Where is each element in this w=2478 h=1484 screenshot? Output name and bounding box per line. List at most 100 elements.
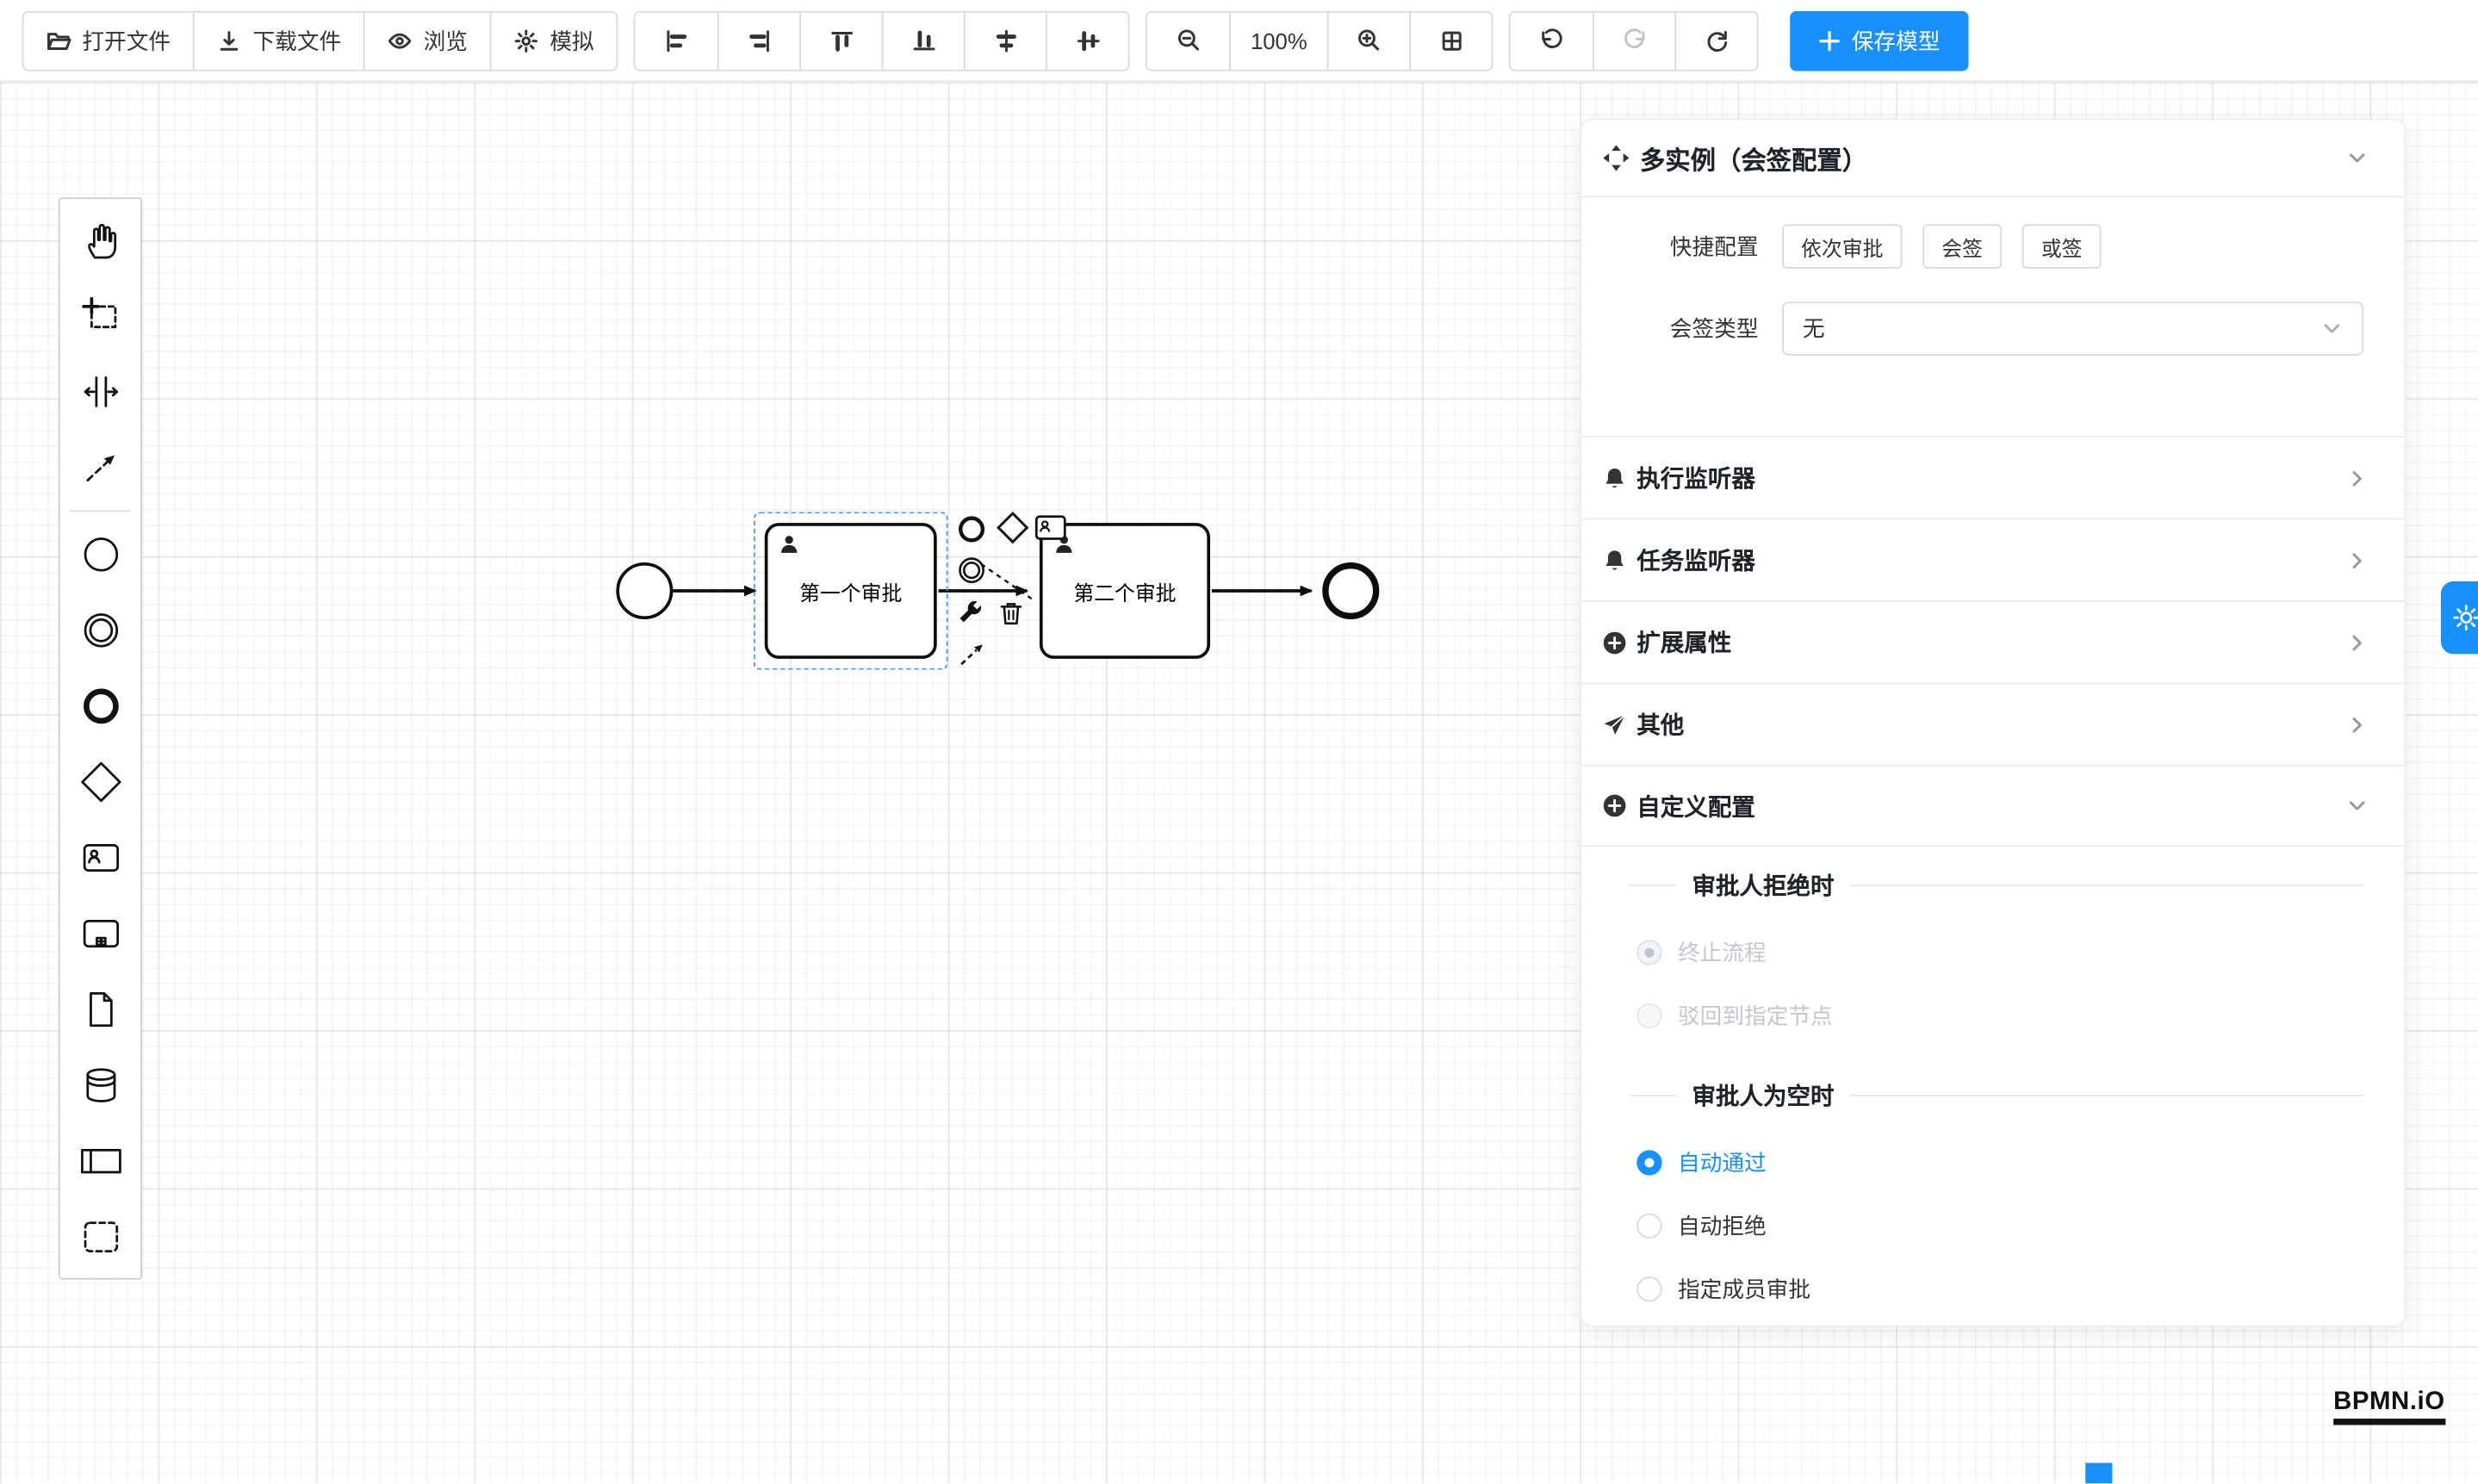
data-object-icon bbox=[89, 991, 112, 1028]
section-label: 自定义配置 bbox=[1636, 793, 1755, 821]
task-label: 第一个审批 bbox=[799, 581, 903, 605]
center-horizontal-button[interactable] bbox=[963, 11, 1046, 69]
connect-icon bbox=[960, 644, 983, 666]
center-horizontal-icon bbox=[995, 28, 1016, 52]
end-event[interactable] bbox=[1322, 562, 1380, 620]
start-event[interactable] bbox=[616, 562, 674, 620]
create-data-store[interactable] bbox=[60, 1047, 141, 1123]
create-user-task[interactable] bbox=[60, 820, 141, 896]
section-label: 执行监听器 bbox=[1636, 466, 1755, 494]
trash-button[interactable] bbox=[994, 596, 1028, 630]
sign-type-select[interactable]: 无 bbox=[1782, 301, 2364, 356]
align-right-icon bbox=[748, 29, 768, 52]
settings-toggle-tab[interactable] bbox=[2439, 581, 2478, 655]
radio-assign-member[interactable]: 指定成员审批 bbox=[1636, 1273, 2404, 1305]
save-model-button[interactable]: 保存模型 bbox=[1790, 9, 1969, 71]
section-extended-properties[interactable]: 扩展属性 bbox=[1581, 600, 2405, 682]
append-gateway-button[interactable] bbox=[996, 510, 1030, 544]
fit-viewport-button[interactable] bbox=[1409, 11, 1492, 69]
wrench-icon bbox=[960, 600, 982, 623]
radio-auto-reject[interactable]: 自动拒绝 bbox=[1636, 1210, 2404, 1242]
create-data-object[interactable] bbox=[60, 972, 141, 1047]
folder-open-icon bbox=[47, 32, 71, 50]
quick-option-orsign[interactable]: 或签 bbox=[2022, 224, 2102, 269]
align-tools-group bbox=[633, 9, 1130, 71]
zoom-in-button[interactable] bbox=[1326, 11, 1410, 69]
chevron-right-icon bbox=[2352, 470, 2362, 486]
simulate-label: 模拟 bbox=[550, 28, 594, 53]
sign-type-row: 会签类型 无 bbox=[1661, 301, 2405, 356]
quick-config-label: 快捷配置 bbox=[1669, 233, 1759, 259]
lasso-tool[interactable] bbox=[60, 278, 141, 354]
create-participant[interactable] bbox=[60, 1123, 141, 1199]
participant-icon bbox=[80, 1148, 121, 1174]
preview-button[interactable]: 浏览 bbox=[363, 11, 490, 69]
undo-button[interactable] bbox=[1510, 11, 1593, 69]
append-user-task-button[interactable] bbox=[1034, 510, 1068, 544]
radio-auto-pass[interactable]: 自动通过 bbox=[1636, 1147, 2404, 1179]
section-label: 任务监听器 bbox=[1636, 548, 1755, 575]
create-group[interactable] bbox=[60, 1199, 141, 1275]
start-event-icon bbox=[83, 537, 118, 572]
align-right-button[interactable] bbox=[717, 11, 800, 69]
fit-viewport-icon bbox=[1441, 30, 1461, 50]
chevron-down-icon bbox=[2324, 324, 2340, 333]
open-file-button[interactable]: 打开文件 bbox=[23, 11, 193, 69]
download-file-button[interactable]: 下载文件 bbox=[192, 11, 363, 69]
section-task-listener[interactable]: 任务监听器 bbox=[1581, 518, 2405, 600]
blue-fragment bbox=[2085, 1462, 2113, 1484]
create-gateway[interactable] bbox=[60, 744, 141, 820]
properties-panel: 多实例（会签配置） 快捷配置 依次审批 会签 或签 会签类型 无 执行监听器 bbox=[1580, 118, 2407, 1327]
zoom-level[interactable]: 100% bbox=[1229, 11, 1327, 69]
bpmn-io-watermark[interactable]: BPMN.iO bbox=[2333, 1388, 2445, 1425]
data-store-icon bbox=[85, 1068, 115, 1102]
space-tool[interactable] bbox=[60, 354, 141, 430]
quick-option-countersign[interactable]: 会签 bbox=[1922, 224, 2003, 269]
section-other[interactable]: 其他 bbox=[1581, 682, 2405, 764]
hand-tool[interactable] bbox=[60, 202, 141, 278]
create-end-event[interactable] bbox=[60, 668, 141, 744]
task-second-approval[interactable]: 第二个审批 bbox=[1039, 523, 1211, 659]
open-file-label: 打开文件 bbox=[82, 28, 171, 53]
zoom-out-icon bbox=[1177, 29, 1199, 51]
align-bottom-button[interactable] bbox=[881, 11, 964, 69]
divider-line bbox=[1849, 1095, 2364, 1096]
quick-option-sequential[interactable]: 依次审批 bbox=[1782, 224, 1903, 269]
align-left-icon bbox=[667, 29, 687, 52]
panel-header[interactable]: 多实例（会签配置） bbox=[1581, 120, 2405, 198]
section-custom-config[interactable]: 自定义配置 bbox=[1581, 764, 2405, 848]
radio-return-to-node[interactable]: 驳回到指定节点 bbox=[1636, 1000, 2404, 1032]
divider-line bbox=[1629, 1095, 1677, 1096]
create-start-event[interactable] bbox=[60, 517, 141, 593]
end-event-icon bbox=[83, 688, 118, 724]
user-icon bbox=[780, 536, 798, 553]
radio-label: 指定成员审批 bbox=[1677, 1276, 1811, 1302]
refresh-button[interactable] bbox=[1674, 11, 1757, 69]
task-first-approval[interactable]: 第一个审批 bbox=[764, 523, 937, 659]
radio-terminate-flow[interactable]: 终止流程 bbox=[1636, 937, 2404, 969]
wrench-button[interactable] bbox=[953, 596, 987, 630]
radio-dot bbox=[1636, 1003, 1662, 1029]
redo-button[interactable] bbox=[1592, 11, 1675, 69]
global-connect-tool[interactable] bbox=[60, 430, 141, 506]
align-top-button[interactable] bbox=[799, 11, 882, 69]
sign-type-value: 无 bbox=[1802, 315, 1825, 342]
radio-label: 自动拒绝 bbox=[1677, 1213, 1767, 1239]
palette bbox=[58, 197, 143, 1280]
simulate-button[interactable]: 模拟 bbox=[489, 11, 617, 69]
zoom-out-button[interactable] bbox=[1146, 11, 1230, 69]
append-end-event-button[interactable] bbox=[954, 512, 989, 546]
append-intermediate-event-button[interactable] bbox=[954, 553, 989, 587]
lasso-tool-icon bbox=[81, 296, 116, 329]
multi-instance-icon bbox=[1603, 145, 1630, 171]
create-subprocess[interactable] bbox=[60, 896, 141, 972]
download-file-label: 下载文件 bbox=[252, 28, 342, 53]
section-execution-listener[interactable]: 执行监听器 bbox=[1581, 436, 2405, 518]
align-left-button[interactable] bbox=[635, 11, 717, 69]
zoom-in-icon bbox=[1358, 29, 1380, 51]
create-intermediate-event[interactable] bbox=[60, 593, 141, 668]
save-model-label: 保存模型 bbox=[1851, 28, 1941, 53]
center-vertical-button[interactable] bbox=[1046, 11, 1128, 69]
connect-button[interactable] bbox=[954, 636, 989, 671]
